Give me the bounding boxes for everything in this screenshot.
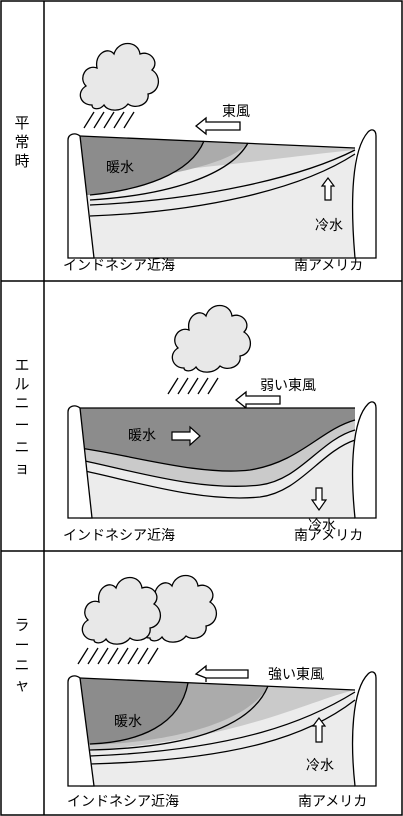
wind-arrow-icon xyxy=(234,390,281,410)
right-place-label: 南アメリカ xyxy=(298,794,367,810)
rain-lines xyxy=(167,377,219,395)
panel-normal: 平 常 時 東風 xyxy=(14,42,377,274)
panel-la-nina: ラ ー ニ ャ 強い東風 xyxy=(14,574,377,810)
rain-cloud xyxy=(81,574,217,645)
wind-arrow-icon xyxy=(194,116,241,136)
wind-label: 強い東風 xyxy=(268,667,324,683)
land-east xyxy=(351,671,377,787)
land-west xyxy=(67,405,93,519)
ocean-cross-section xyxy=(79,135,356,259)
panel-label-elnino-char-5: ニ xyxy=(14,438,29,456)
right-place-label: 南アメリカ xyxy=(294,528,363,544)
panel-label-lanina-char-1: ラ xyxy=(14,616,29,634)
panel-label-elnino-char-2: ル xyxy=(14,375,29,393)
panel-label-elnino-char-3: ニ xyxy=(14,394,29,412)
ocean-cross-section xyxy=(79,677,356,787)
panel-label-lanina-char-3: ニ xyxy=(14,656,29,674)
left-place-label: インドネシア近海 xyxy=(63,258,175,274)
panel-label-normal-char-2: 常 xyxy=(14,133,29,151)
cold-water-label: 冷水 xyxy=(308,518,336,534)
panel-label-lanina-char-2: ー xyxy=(14,636,29,654)
land-east xyxy=(351,129,377,259)
panel-label-elnino-char-1: エ xyxy=(14,356,29,374)
ocean-cross-section xyxy=(79,407,356,519)
rain-cloud xyxy=(79,42,159,111)
upwelling-arrow-icon xyxy=(311,717,327,743)
warm-water-label: 暖水 xyxy=(128,428,156,444)
left-place-label: インドネシア近海 xyxy=(63,528,175,544)
rain-lines xyxy=(83,111,135,129)
warm-water-arrow-icon xyxy=(171,425,201,447)
panel-label-normal-char-1: 平 xyxy=(14,114,29,132)
wind-label: 東風 xyxy=(222,104,250,120)
wind-arrow-icon xyxy=(194,664,249,682)
panel-el-nino: エ ル ニ ー ニ ョ 弱い東風 xyxy=(14,304,377,544)
cold-water-label: 冷水 xyxy=(315,218,343,234)
right-place-label: 南アメリカ xyxy=(294,258,363,274)
panel-label-normal-char-3: 時 xyxy=(14,152,29,170)
panel-label-elnino-char-4: ー xyxy=(14,416,29,434)
rain-cloud xyxy=(171,304,251,373)
left-place-label: インドネシア近海 xyxy=(67,794,179,810)
warm-water-label: 暖水 xyxy=(114,714,142,730)
rain-lines xyxy=(77,647,159,665)
land-east xyxy=(351,401,377,519)
wind-label: 弱い東風 xyxy=(260,378,316,394)
panel-label-lanina-char-4: ャ xyxy=(14,676,29,694)
cold-water-label: 冷水 xyxy=(306,758,334,774)
land-west xyxy=(67,675,95,787)
upwelling-arrow-icon xyxy=(320,177,336,201)
downwelling-arrow-icon xyxy=(310,487,328,512)
land-west xyxy=(67,133,95,259)
warm-water-label: 暖水 xyxy=(106,160,134,176)
panel-label-elnino-char-6: ョ xyxy=(14,459,29,477)
